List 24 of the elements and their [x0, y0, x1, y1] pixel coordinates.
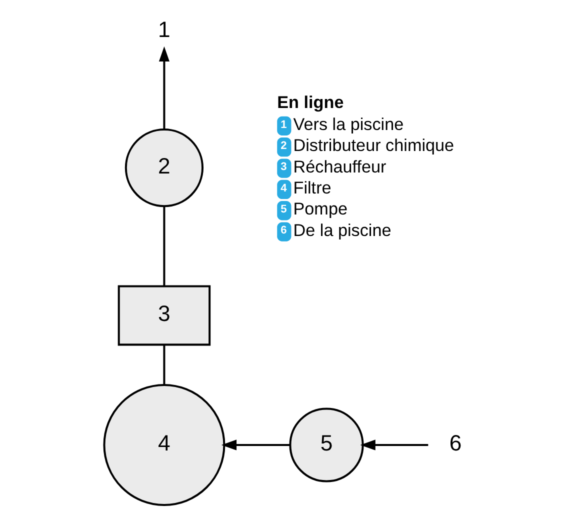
label: En ligne	[276, 91, 344, 112]
label: 6	[280, 224, 286, 236]
node-circle: 5	[288, 407, 364, 482]
arrow	[158, 46, 170, 129]
node-text: 1	[158, 16, 170, 42]
node-circle: 4	[102, 384, 225, 506]
label: 5	[280, 202, 286, 215]
label: Vers la piscine	[292, 114, 404, 134]
label: De la piscine	[292, 219, 391, 240]
arrow	[220, 439, 290, 450]
label: 4	[280, 182, 286, 194]
label: Réchauffeur	[292, 156, 386, 176]
connector	[162, 344, 165, 384]
label: 1	[280, 118, 286, 130]
label: Distributeur chimique	[292, 134, 454, 155]
connector	[162, 206, 165, 286]
label: 3	[280, 160, 286, 173]
node-circle: 2	[124, 128, 204, 207]
node-text: 6	[448, 430, 462, 456]
label: Filtre	[292, 177, 331, 198]
label: 2	[280, 139, 286, 152]
node-box: 3	[117, 284, 210, 346]
label: Pompe	[292, 198, 348, 218]
arrow	[360, 439, 428, 450]
